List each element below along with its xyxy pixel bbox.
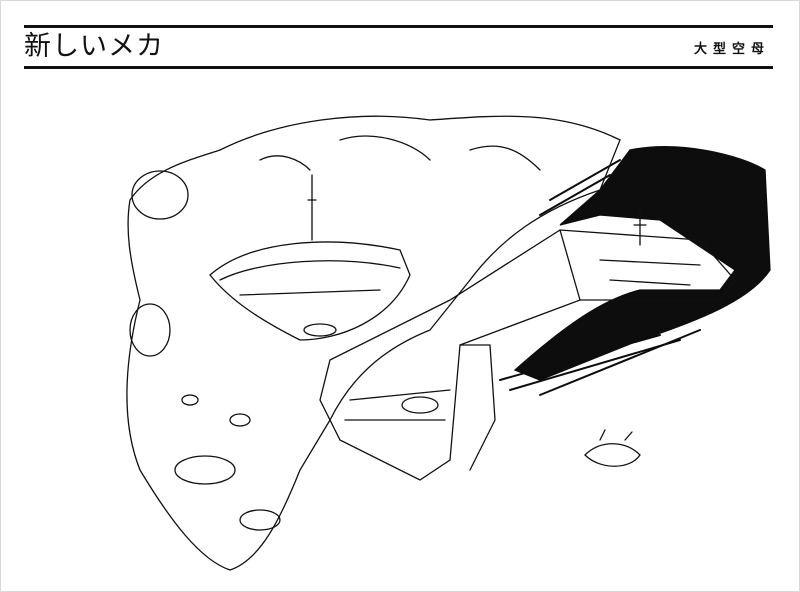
asteroid-craters (129, 135, 541, 531)
header-rule-bottom (24, 66, 773, 69)
header-rule-top (24, 25, 773, 28)
ship-dish-section (209, 174, 411, 341)
page-subtitle: 大型空母 (693, 42, 770, 57)
dark-hatch (499, 159, 701, 396)
small-fighter-sketch (584, 429, 641, 467)
ship-main-hull (319, 209, 736, 481)
asteroid-outline (126, 115, 621, 571)
page-title: 新しいメカ (24, 31, 164, 62)
dark-space-mass (513, 146, 771, 381)
